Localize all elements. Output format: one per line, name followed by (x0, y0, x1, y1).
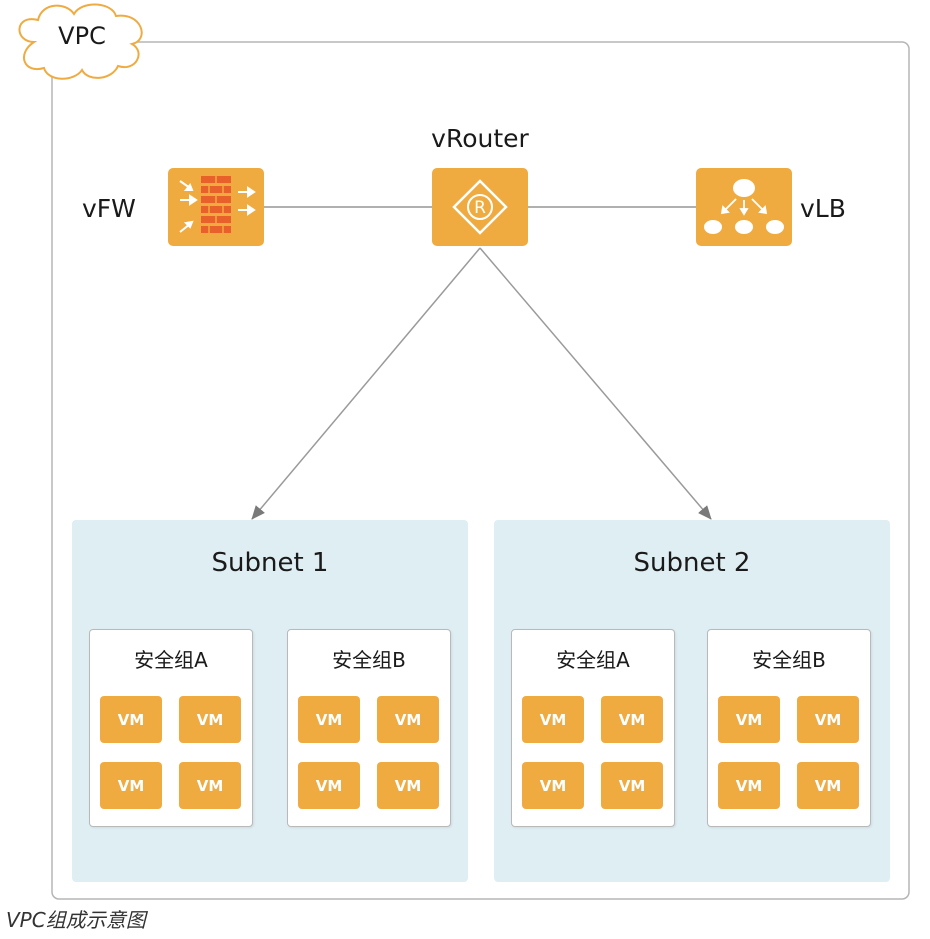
security-group-title: 安全组B (332, 648, 406, 672)
security-group-a: 安全组A VM VM VM VM (89, 629, 253, 827)
vrouter-label: vRouter (431, 124, 529, 153)
vm-box: VM (298, 762, 360, 809)
subnet2-arrow (479, 247, 712, 520)
vm-box: VM (797, 762, 859, 809)
subnet-1: Subnet 1 安全组A VM VM VM VM 安全组B VM VM VM … (72, 520, 468, 882)
vfw-label: vFW (82, 194, 136, 223)
subnet-title: Subnet 2 (633, 548, 751, 578)
vm-box: VM (179, 696, 241, 743)
vm-box: VM (100, 762, 162, 809)
router-icon: R (432, 168, 528, 246)
vm-box: VM (377, 762, 439, 809)
vm-box: VM (601, 762, 663, 809)
vpc-cloud-icon (18, 3, 143, 80)
vm-box: VM (797, 696, 859, 743)
vpc-boundary (51, 41, 910, 900)
vm-box: VM (718, 762, 780, 809)
svg-text:R: R (474, 198, 486, 218)
subnet-title: Subnet 1 (211, 548, 329, 578)
security-group-title: 安全组A (556, 648, 630, 672)
vm-box: VM (298, 696, 360, 743)
vm-box: VM (601, 696, 663, 743)
vlb-label: vLB (800, 194, 846, 223)
security-group-b: 安全组B VM VM VM VM (287, 629, 451, 827)
load-balancer-icon (696, 168, 792, 246)
vm-box: VM (179, 762, 241, 809)
vm-box: VM (377, 696, 439, 743)
security-group-title: 安全组B (752, 648, 826, 672)
vm-box: VM (522, 762, 584, 809)
subnet-2: Subnet 2 安全组A VM VM VM VM 安全组B VM VM VM … (494, 520, 890, 882)
vm-box: VM (522, 696, 584, 743)
subnet1-arrow (251, 247, 481, 520)
vpc-label: VPC (58, 22, 106, 50)
vm-box: VM (100, 696, 162, 743)
security-group-b: 安全组B VM VM VM VM (707, 629, 871, 827)
vm-box: VM (718, 696, 780, 743)
security-group-title: 安全组A (134, 648, 208, 672)
security-group-a: 安全组A VM VM VM VM (511, 629, 675, 827)
firewall-icon (168, 168, 264, 246)
figure-caption: VPC组成示意图 (6, 908, 146, 932)
